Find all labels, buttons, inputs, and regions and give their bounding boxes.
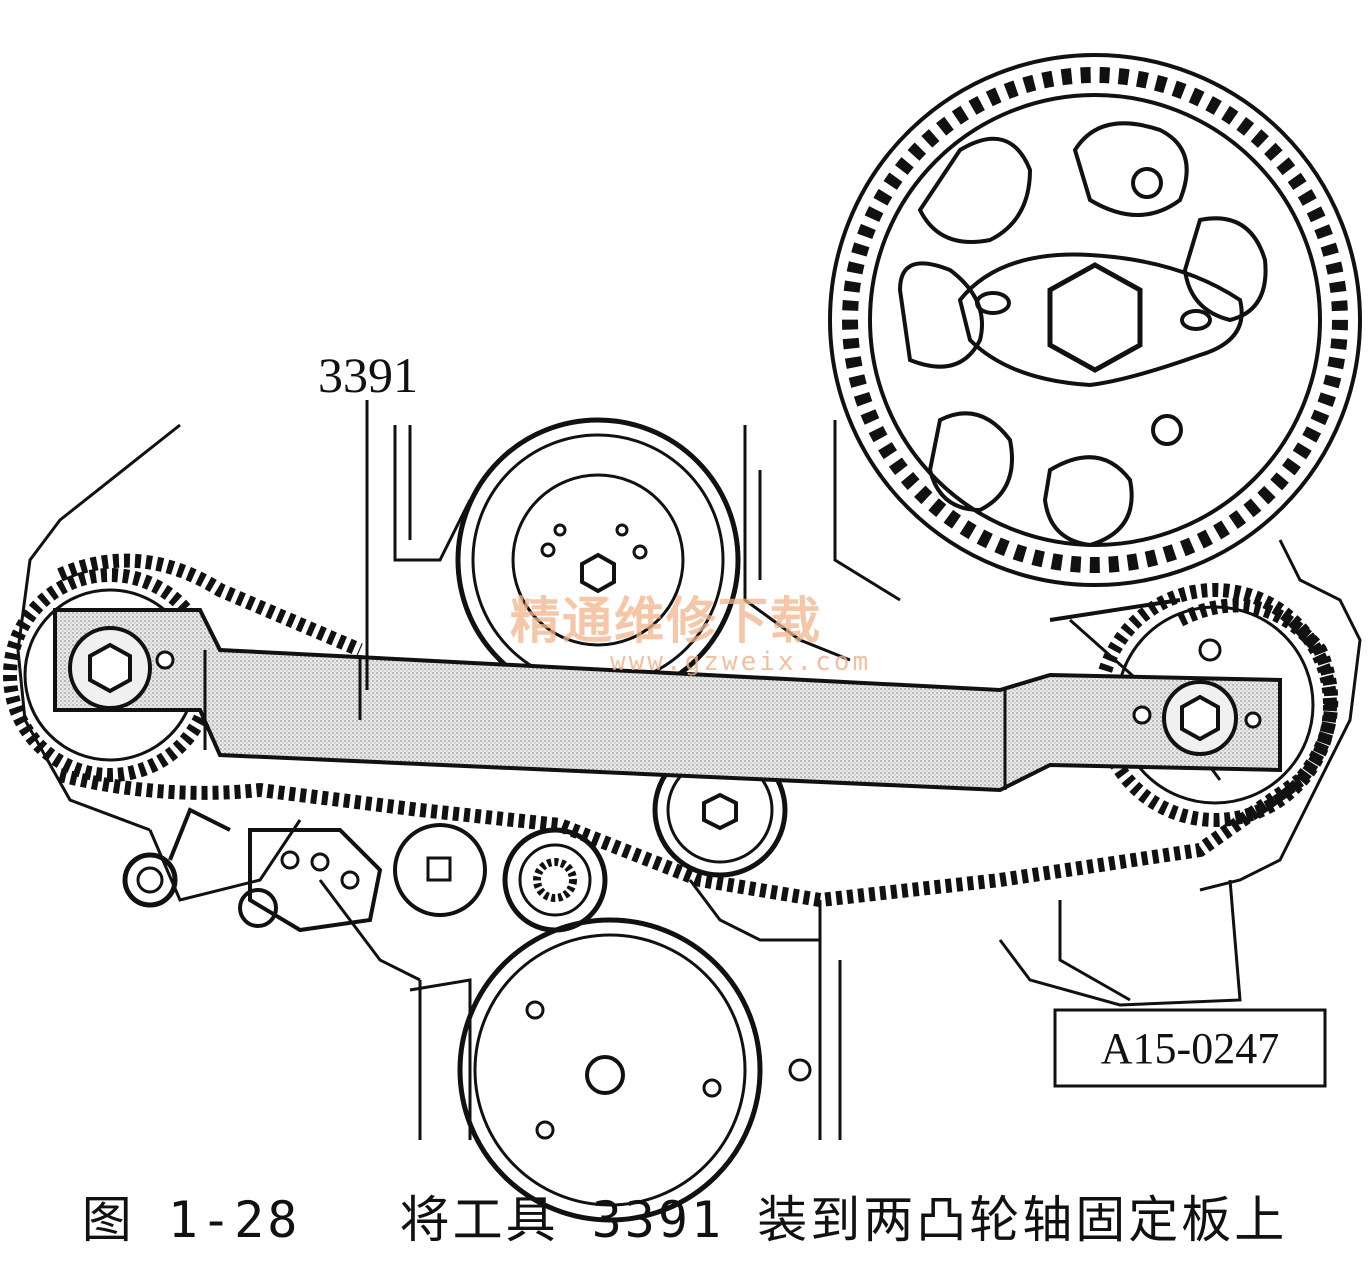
reference-code: A15-0247 (1101, 1024, 1279, 1073)
mounting-bracket-icon (122, 807, 383, 933)
engine-housing (16, 420, 1362, 1140)
reference-code-box: A15-0247 (1053, 1008, 1327, 1088)
watermark-text: 精通维修下载 (510, 592, 822, 650)
holding-tool-bar-icon (53, 608, 1282, 793)
crankshaft-pulley-icon (409, 917, 812, 1223)
figure-caption: 图 1-28 将工具 3391 装到两凸轮轴固定板上 (81, 1191, 1288, 1249)
watermark-url: www.gzweix.com (610, 647, 871, 677)
callout-label: 3391 (318, 347, 418, 403)
camshaft-sprocket-icon (828, 53, 1362, 587)
